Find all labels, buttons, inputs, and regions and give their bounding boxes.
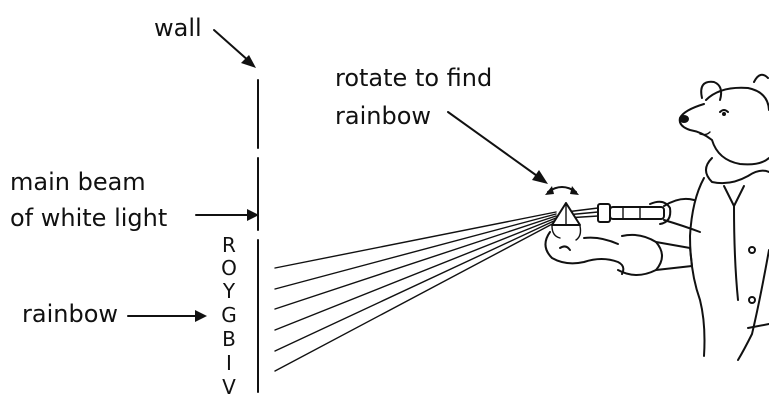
flashlight-icon	[598, 204, 664, 222]
main-beam-label-line1: main beam	[10, 168, 146, 196]
main-beam-arrow	[196, 209, 259, 221]
rotate-indicator-icon	[545, 186, 579, 195]
main-beam-label-line2: of white light	[10, 204, 167, 232]
spectrum-letter-r: R	[222, 233, 236, 257]
spectrum-letter-g: G	[221, 303, 237, 327]
spectrum-letter-i: I	[226, 351, 232, 375]
wall-label: wall	[154, 14, 202, 42]
rotate-label-line2: rainbow	[335, 102, 431, 130]
spectrum-letter-b: B	[222, 327, 236, 351]
spectrum-letters: R O Y G B I V	[221, 233, 237, 399]
rainbow-label: rainbow	[22, 300, 118, 328]
light-rays	[275, 212, 556, 371]
rainbow-arrow	[128, 310, 207, 322]
rotate-arrow	[448, 112, 548, 184]
spectrum-letter-o: O	[221, 256, 237, 280]
spectrum-letter-v: V	[222, 375, 236, 399]
rotate-label-line1: rotate to find	[335, 64, 492, 92]
wall-arrow	[214, 30, 256, 68]
spectrum-letter-y: Y	[222, 279, 236, 303]
